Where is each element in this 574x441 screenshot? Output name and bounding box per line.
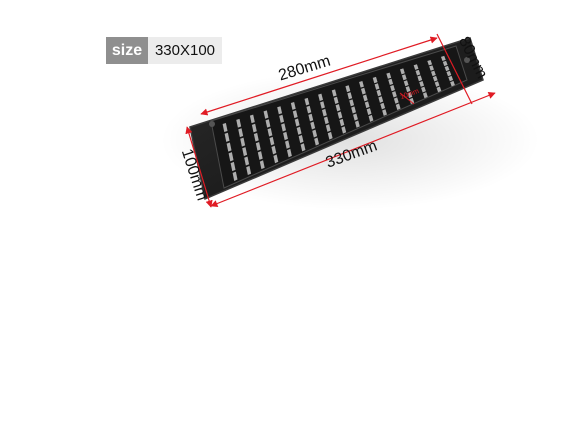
dim-line-slot-note: [399, 92, 415, 105]
vent-slot: [436, 86, 442, 93]
vent-slot: [442, 60, 448, 67]
dim-line-left-height: [185, 126, 213, 208]
vent-slot: [446, 70, 452, 77]
dim-line-bottom-width: [210, 92, 496, 207]
size-tag: size: [106, 37, 148, 64]
vent-slot: [450, 80, 455, 87]
size-badge: size 330X100: [106, 37, 222, 64]
size-value: 330X100: [148, 37, 222, 64]
screw-hole-right: [464, 57, 470, 63]
screw-hole-left: [209, 121, 215, 127]
vent-slot: [444, 65, 450, 72]
vent-slot: [448, 75, 454, 82]
vent-slot: [440, 55, 446, 61]
